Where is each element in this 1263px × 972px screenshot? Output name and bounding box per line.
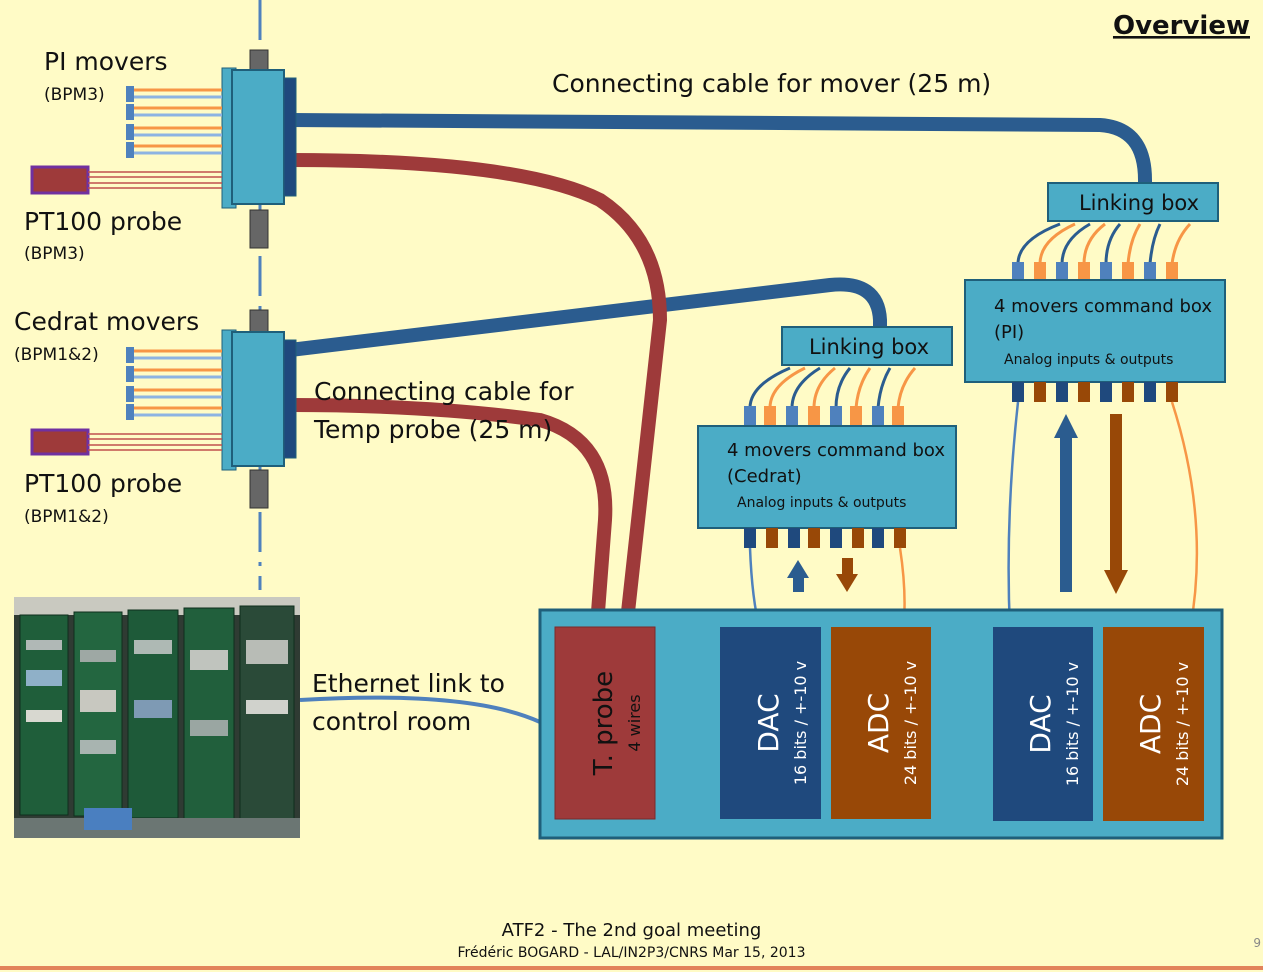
pi-adc-wire: [1170, 401, 1199, 631]
cmd-box-cedrat-line1: 4 movers command box: [727, 440, 945, 461]
cmd-box-cedrat-line3: Analog inputs & outputs: [737, 495, 906, 511]
cedrat-up-arrow: [787, 560, 809, 592]
pi-mover-wires: [126, 86, 222, 158]
pi-dac-wire: [1007, 401, 1020, 631]
cmd-box-cedrat-line2: (Cedrat): [727, 466, 802, 487]
ethernet-link: [299, 695, 541, 724]
label-temp-cable-2: Temp probe (25 m): [313, 415, 552, 444]
footer-rule: [0, 966, 1263, 970]
label-ethernet-2: control room: [312, 707, 471, 736]
pi-down-arrow: [1104, 414, 1128, 594]
label-pi-movers-sub: (BPM3): [44, 85, 105, 105]
linking-wires-cedrat: [748, 366, 917, 409]
label-mover-cable: Connecting cable for mover (25 m): [552, 69, 991, 98]
label-cedrat-movers: Cedrat movers: [14, 307, 199, 336]
cedrat-bottom-pins: [744, 528, 906, 548]
module-tprobe: [554, 626, 656, 820]
module-dac-pi-sub: 16 bits / +-10 v: [1063, 662, 1082, 786]
module-adc-pi-sub: 24 bits / +-10 v: [1173, 662, 1192, 786]
pi-top-pins: [1012, 262, 1178, 280]
linking-wires-pi: [1016, 222, 1192, 265]
pi-bottom-pins: [1012, 382, 1178, 402]
linking-box-cedrat-label: Linking box: [809, 335, 929, 359]
mover-cable-pi: [283, 113, 1152, 192]
mover-cable-cedrat: [283, 277, 887, 357]
pi-up-arrow: [1054, 414, 1078, 592]
footer-title: ATF2 - The 2nd goal meeting: [501, 920, 762, 941]
cmd-box-pi-line3: Analog inputs & outputs: [1004, 352, 1173, 368]
label-cedrat-movers-sub: (BPM1&2): [14, 345, 99, 365]
cedrat-top-pins: [744, 406, 904, 426]
module-adc-cedrat: [831, 627, 931, 819]
page-number: 9: [1253, 936, 1261, 950]
label-pt100-bottom-sub: (BPM1&2): [24, 507, 109, 527]
module-dac-cedrat-title: DAC: [752, 693, 785, 752]
pt100-probe-bpm12: [30, 428, 222, 456]
module-adc-pi: [1103, 627, 1204, 821]
label-ethernet-1: Ethernet link to: [312, 669, 505, 698]
connector-bpm12: [221, 309, 297, 509]
cedrat-mover-wires: [126, 347, 222, 420]
pt100-probe-bpm3: [30, 165, 222, 195]
module-dac-cedrat-sub: 16 bits / +-10 v: [791, 661, 810, 785]
temp-cable-bpm3: [289, 153, 668, 613]
module-dac-pi-title: DAC: [1024, 694, 1057, 753]
module-tprobe-sub: 4 wires: [625, 694, 644, 751]
slide-title: Overview: [1113, 11, 1250, 41]
module-adc-cedrat-sub: 24 bits / +-10 v: [901, 661, 920, 785]
module-dac-pi: [993, 627, 1093, 821]
label-temp-cable-1: Connecting cable for: [314, 377, 574, 406]
footer-author: Frédéric BOGARD - LAL/IN2P3/CNRS Mar 15,…: [457, 945, 806, 961]
cedrat-down-arrow: [836, 558, 858, 592]
label-pt100-bottom: PT100 probe: [24, 469, 182, 498]
label-pt100-top-sub: (BPM3): [24, 244, 85, 264]
linking-box-pi-label: Linking box: [1079, 191, 1199, 215]
module-adc-pi-title: ADC: [1134, 694, 1167, 754]
module-adc-cedrat-title: ADC: [862, 693, 895, 753]
connector-bpm3: [221, 49, 297, 249]
server-rack-photo: [14, 597, 300, 838]
module-tprobe-title: T. probe: [589, 671, 619, 776]
cmd-box-pi: [964, 279, 1226, 383]
label-pt100-top: PT100 probe: [24, 207, 182, 236]
cmd-box-cedrat: [697, 425, 957, 529]
label-pi-movers: PI movers: [44, 47, 168, 76]
module-dac-cedrat: [720, 627, 821, 819]
temp-cable-bpm12: [289, 398, 613, 613]
cmd-box-pi-line1: 4 movers command box: [994, 296, 1212, 317]
cmd-box-pi-line2: (PI): [994, 322, 1024, 343]
linking-box-cedrat: [781, 326, 953, 366]
linking-box-pi: [1047, 182, 1219, 222]
